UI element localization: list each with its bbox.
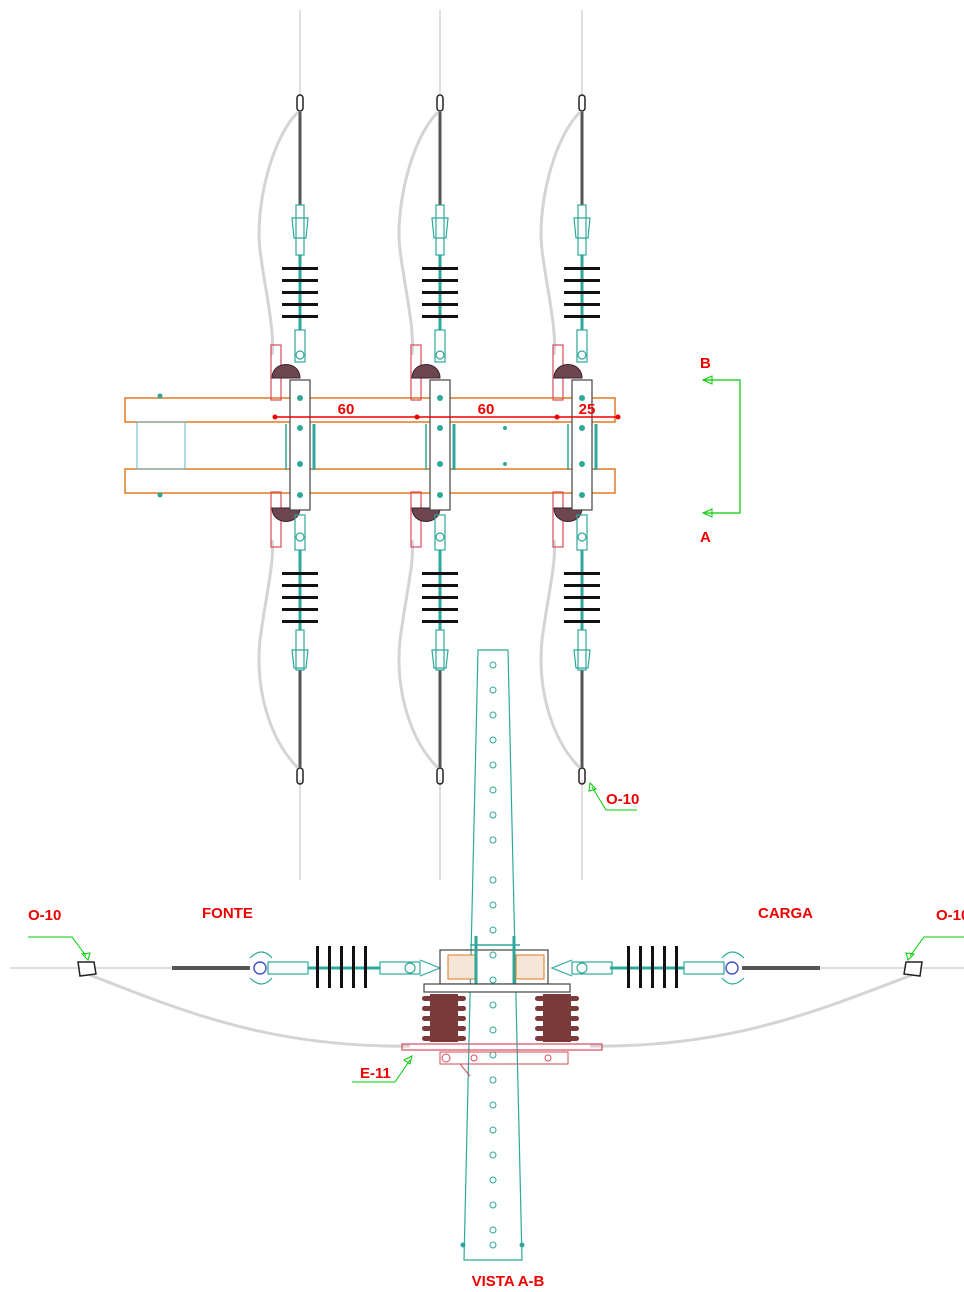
switch-frame bbox=[401, 1043, 603, 1077]
source-label: FONTE bbox=[202, 905, 253, 922]
callout-label-switch: E-11 bbox=[360, 1065, 391, 1082]
view-label: VISTA A-B bbox=[472, 1273, 545, 1290]
dimension-span-3: 25 bbox=[579, 401, 596, 418]
insulator-string-right bbox=[550, 946, 745, 988]
leader-arrow-icon bbox=[905, 952, 916, 961]
crossarm-bolt bbox=[503, 462, 507, 466]
crossarm-lower bbox=[124, 468, 616, 494]
phase-1 bbox=[257, 8, 320, 882]
section-label-a: A bbox=[700, 529, 711, 546]
crossarms bbox=[124, 393, 616, 498]
crossarm-upper bbox=[124, 397, 616, 423]
callout-label-left: O-10 bbox=[28, 907, 61, 924]
callout-left-conductor: O-10 bbox=[28, 907, 91, 961]
pole bbox=[460, 649, 525, 1261]
crossarm-bolt bbox=[503, 426, 507, 430]
section-marker: B A bbox=[700, 355, 741, 546]
conductors-elevation bbox=[10, 961, 964, 1048]
dimension-line: 60 60 25 bbox=[272, 401, 621, 420]
switch-insulator-right bbox=[535, 994, 579, 1042]
callout-plan-conductor: O-10 bbox=[588, 781, 639, 811]
callout-switch: E-11 bbox=[352, 1055, 413, 1083]
load-label: CARGA bbox=[758, 905, 813, 922]
plan-view: 60 60 25 B A O-10 bbox=[124, 8, 741, 882]
dead-end-clamp-left bbox=[77, 961, 97, 977]
phase-2 bbox=[397, 8, 460, 882]
crossarm-bolt bbox=[157, 393, 163, 399]
shackle-icon bbox=[253, 961, 267, 975]
dimension-tick bbox=[615, 414, 621, 420]
dimension-tick bbox=[554, 414, 560, 420]
crossarm-head bbox=[423, 936, 571, 993]
jumper-left bbox=[89, 973, 411, 1048]
crossarm-brace bbox=[136, 421, 186, 470]
shackle-icon bbox=[725, 961, 739, 975]
dead-end-clamp-right bbox=[903, 961, 923, 977]
dimension-tick bbox=[414, 414, 420, 420]
callout-label-plan: O-10 bbox=[606, 791, 639, 808]
dimension-tick bbox=[272, 414, 278, 420]
dimension-span-2: 60 bbox=[478, 401, 495, 418]
jumper-right bbox=[589, 973, 913, 1048]
elevation-view: O-10 O-10 E-11 FONTE CARGA VISTA A-B bbox=[10, 649, 964, 1290]
crossarm-bolt bbox=[157, 492, 163, 498]
section-arrow-b-icon bbox=[701, 375, 713, 385]
leader-arrow-icon bbox=[80, 952, 91, 961]
insulator-string-left bbox=[249, 946, 442, 988]
leader-arrow-icon bbox=[403, 1055, 413, 1065]
section-label-b: B bbox=[700, 355, 711, 372]
section-arrow-a-icon bbox=[701, 508, 713, 518]
callout-right-conductor: O-10 bbox=[905, 907, 964, 961]
callout-label-right: O-10 bbox=[936, 907, 964, 924]
dimension-span-1: 60 bbox=[338, 401, 355, 418]
phase-3 bbox=[539, 8, 602, 882]
leader-arrow-icon bbox=[588, 781, 597, 792]
switch-insulator-left bbox=[422, 994, 466, 1042]
